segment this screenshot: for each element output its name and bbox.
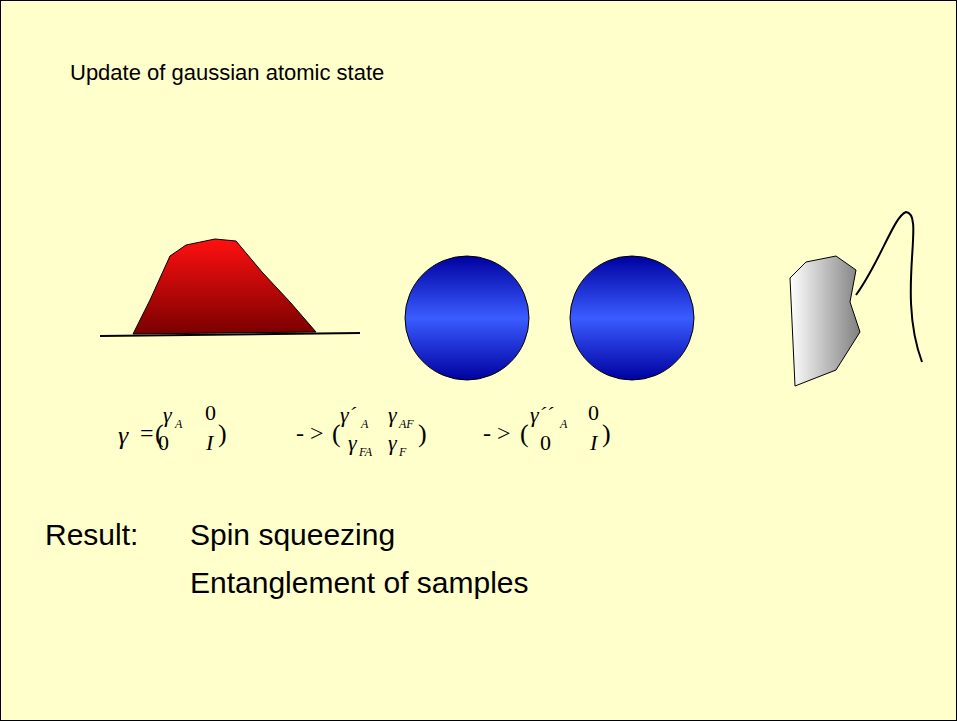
gaussian-pulse [133,239,316,334]
symbol: = [140,421,154,445]
result-item: Entanglement of samples [190,568,529,598]
detector-cable [856,212,922,362]
matrix-entry: 0 [205,402,216,424]
subscript: AF [399,418,414,430]
matrix-entry: I [206,432,213,454]
slide-title: Update of gaussian atomic state [70,62,384,84]
detector [790,256,860,386]
atomic-sample [570,256,694,380]
result-item: Spin squeezing [190,520,395,550]
matrix-entry: γ [388,432,397,454]
matrix-entry: γ´´ [530,404,553,426]
baseline [100,333,360,336]
paren: ) [218,421,227,447]
subscript: A [175,418,182,430]
paren: ) [602,421,611,447]
matrix-entry: 0 [588,402,599,424]
subscript: F [399,446,406,458]
paren: ( [520,421,529,447]
subscript: A [560,418,567,430]
paren: ) [418,421,427,447]
matrix-entry: 0 [540,432,551,454]
matrix-entry: γ´ [340,404,356,426]
arrow-symbol: - > [296,421,324,445]
atomic-sample [405,256,529,380]
matrix-entry: γ [388,404,397,426]
matrix-entry: 0 [158,432,169,454]
result-heading: Result: [45,520,138,550]
subscript: FA [359,446,372,458]
matrix-entry: γ [163,404,172,426]
symbol: γ [118,423,128,449]
matrix-entry: I [590,432,597,454]
arrow-symbol: - > [483,421,511,445]
subscript: A [361,418,368,430]
matrix-entry: γ [348,432,357,454]
paren: ( [332,421,341,447]
